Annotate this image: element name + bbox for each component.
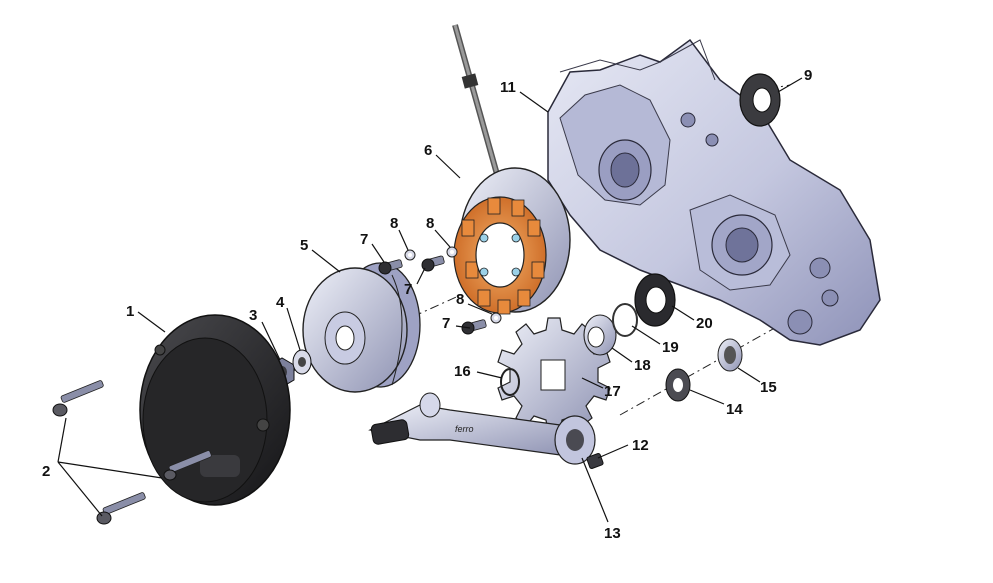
callout-5: 5 [300, 237, 308, 254]
circlip [500, 368, 520, 396]
callout-4: 4 [276, 294, 285, 311]
callout-3: 3 [249, 307, 257, 324]
seal-ring [739, 73, 781, 127]
callout-8b: 8 [426, 215, 434, 232]
svg-text:ferro: ferro [455, 424, 474, 434]
callout-2: 2 [42, 463, 50, 480]
callout-19: 19 [662, 339, 679, 356]
callout-7b: 7 [404, 281, 412, 298]
callout-11: 11 [500, 79, 516, 96]
bearing-set [665, 338, 743, 402]
callout-9: 9 [804, 67, 812, 84]
callout-14: 14 [726, 401, 743, 418]
callout-16: 16 [454, 363, 471, 380]
crankcase-housing [547, 38, 881, 346]
stator-cable [452, 24, 503, 186]
stator-assembly [453, 167, 571, 315]
callout-20: 20 [696, 315, 713, 332]
callout-8c: 8 [456, 291, 464, 308]
shaft-spacer-set [583, 273, 676, 356]
callout-13: 13 [604, 525, 621, 542]
ignition-cover [139, 314, 291, 506]
cover-bolts [52, 380, 212, 525]
shift-lever: ferro [368, 392, 604, 469]
callout-7a: 7 [360, 231, 368, 248]
callout-17: 17 [604, 383, 621, 400]
callout-8a: 8 [390, 215, 398, 232]
callout-15: 15 [760, 379, 777, 396]
leader-lines [57, 77, 803, 523]
callout-18: 18 [634, 357, 651, 374]
callout-labels: 1 2 3 4 5 6 7 7 7 8 8 8 9 11 12 13 14 15… [42, 67, 812, 542]
callout-6: 6 [424, 142, 432, 159]
callout-7c: 7 [442, 315, 450, 332]
flywheel-rotor [302, 262, 421, 393]
callout-12: 12 [632, 437, 649, 454]
callout-1: 1 [126, 303, 134, 320]
